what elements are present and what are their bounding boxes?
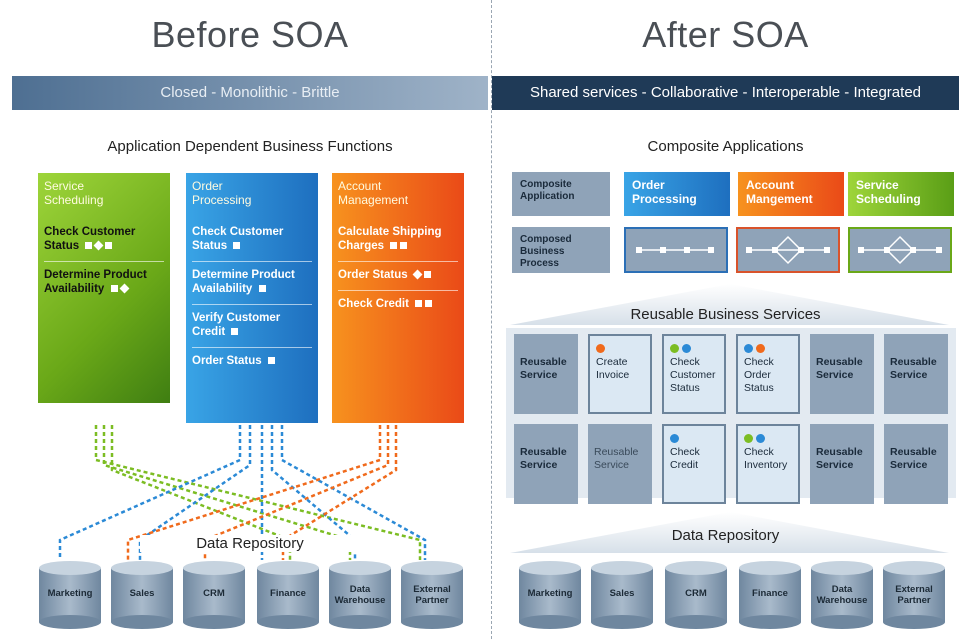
db-sales: Sales bbox=[590, 560, 654, 630]
service-reusable: Reusable Service bbox=[884, 334, 948, 414]
before-soa-title: Before SOA bbox=[151, 14, 349, 55]
left-data-repository-label: Data Repository bbox=[140, 535, 360, 552]
function-item: Check Customer Status bbox=[44, 226, 136, 252]
function-item: Check Credit bbox=[338, 291, 458, 319]
column-title: Account Management bbox=[338, 179, 409, 207]
process-order-processing bbox=[624, 227, 728, 273]
app-dependent-title: Application Dependent Business Functions bbox=[107, 138, 393, 155]
app-service-scheduling: Service Scheduling bbox=[848, 172, 954, 216]
db-finance: Finance bbox=[256, 560, 320, 630]
db-marketing: Marketing bbox=[38, 560, 102, 630]
services-panel bbox=[506, 328, 956, 498]
column-service-scheduling: Service Scheduling Check Customer Status… bbox=[38, 173, 170, 403]
service-reusable: Reusable Service bbox=[884, 424, 948, 504]
after-soa-band: Shared services - Collaborative - Intero… bbox=[492, 76, 959, 110]
column-account-management: Account Management Calculate Shipping Ch… bbox=[332, 173, 464, 423]
service-check-order-status: Check Order Status bbox=[736, 334, 800, 414]
db-crm: CRM bbox=[664, 560, 728, 630]
app-order-processing: Order Processing bbox=[624, 172, 730, 216]
process-service-scheduling bbox=[848, 227, 952, 273]
reusable-services-title: Reusable Business Services bbox=[630, 306, 821, 323]
function-item: Calculate Shipping Charges bbox=[338, 226, 442, 252]
column-order-processing: Order Processing Check Customer Status D… bbox=[186, 173, 318, 423]
before-soa-band: Closed - Monolithic - Brittle bbox=[12, 76, 488, 110]
service-reusable: Reusable Service bbox=[514, 334, 578, 414]
service-check-credit: Check Credit bbox=[662, 424, 726, 504]
service-reusable: Reusable Service bbox=[810, 334, 874, 414]
service-check-inventory: Check Inventory bbox=[736, 424, 800, 504]
after-soa-title: After SOA bbox=[642, 14, 809, 55]
db-external-partner: External Partner bbox=[882, 560, 946, 630]
service-reusable: Reusable Service bbox=[810, 424, 874, 504]
function-item: Determine Product Availability bbox=[192, 269, 295, 295]
function-item: Order Status bbox=[192, 348, 312, 376]
center-divider bbox=[491, 0, 492, 639]
service-reusable: Reusable Service bbox=[588, 424, 652, 504]
function-item: Check Customer Status bbox=[192, 226, 284, 252]
db-finance: Finance bbox=[738, 560, 802, 630]
reusable-services-roof bbox=[510, 284, 949, 325]
function-item: Order Status bbox=[338, 262, 458, 290]
app-account-management: Account Mangement bbox=[738, 172, 844, 216]
db-data-warehouse: Data Warehouse bbox=[328, 560, 392, 630]
db-external-partner: External Partner bbox=[400, 560, 464, 630]
service-create-invoice: Create Invoice bbox=[588, 334, 652, 414]
composite-application-label: Composite Application bbox=[512, 172, 610, 216]
column-title: Order Processing bbox=[192, 179, 252, 207]
composite-applications-title: Composite Applications bbox=[647, 138, 804, 155]
db-marketing: Marketing bbox=[518, 560, 582, 630]
function-item: Verify Customer Credit bbox=[192, 312, 281, 338]
data-repository-roof bbox=[510, 512, 949, 553]
function-item: Determine Product Availability bbox=[44, 269, 147, 295]
service-reusable: Reusable Service bbox=[514, 424, 578, 504]
right-data-repository-label: Data Repository bbox=[671, 527, 780, 544]
db-crm: CRM bbox=[182, 560, 246, 630]
db-data-warehouse: Data Warehouse bbox=[810, 560, 874, 630]
db-sales: Sales bbox=[110, 560, 174, 630]
service-check-customer-status: Check Customer Status bbox=[662, 334, 726, 414]
process-account-management bbox=[736, 227, 840, 273]
composed-process-label: Composed Business Process bbox=[512, 227, 610, 273]
column-title: Service Scheduling bbox=[44, 179, 104, 207]
